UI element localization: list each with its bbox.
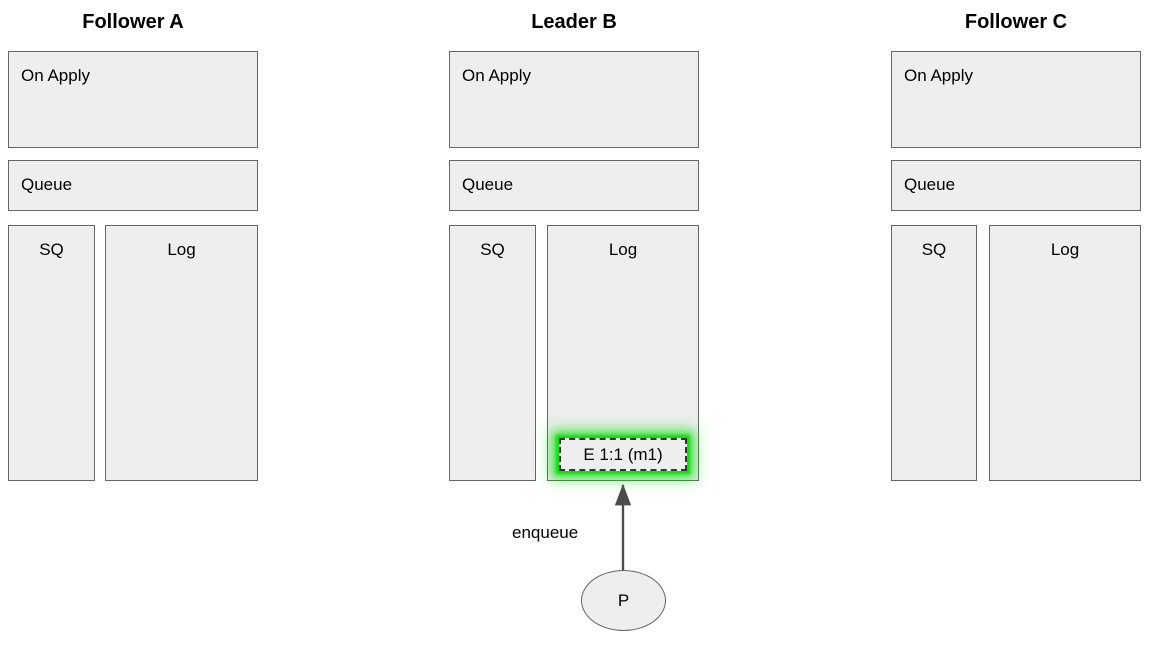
follower-c-sq-box[interactable]: SQ bbox=[891, 225, 977, 481]
leader-b-queue-label: Queue bbox=[462, 175, 514, 194]
follower-c-sq-label: SQ bbox=[921, 240, 947, 259]
follower-a-queue-box[interactable]: Queue bbox=[8, 160, 258, 211]
leader-b-log-label: Log bbox=[608, 240, 638, 259]
column-title-follower-c: Follower C bbox=[964, 11, 1068, 33]
enqueue-edge-label: enqueue bbox=[512, 523, 579, 542]
follower-a-on-apply-box[interactable]: On Apply bbox=[8, 51, 258, 148]
follower-a-on-apply-label: On Apply bbox=[21, 66, 90, 85]
producer-node[interactable]: P bbox=[581, 570, 666, 631]
leader-b-on-apply-label: On Apply bbox=[462, 66, 531, 85]
column-title-follower-a: Follower A bbox=[82, 11, 184, 33]
leader-b-log-entry[interactable]: E 1:1 (m1) bbox=[559, 438, 687, 471]
follower-c-on-apply-label: On Apply bbox=[904, 66, 973, 85]
follower-a-queue-label: Queue bbox=[21, 175, 73, 194]
follower-c-log-label: Log bbox=[1050, 240, 1080, 259]
follower-a-sq-label: SQ bbox=[39, 240, 64, 259]
leader-b-sq-box[interactable]: SQ bbox=[449, 225, 536, 481]
follower-a-sq-box[interactable]: SQ bbox=[8, 225, 95, 481]
follower-a-log-label: Log bbox=[167, 240, 196, 259]
follower-c-on-apply-box[interactable]: On Apply bbox=[891, 51, 1141, 148]
follower-c-log-box[interactable]: Log bbox=[989, 225, 1141, 481]
column-title-leader-b: Leader B bbox=[531, 11, 617, 33]
leader-b-sq-label: SQ bbox=[480, 240, 505, 259]
follower-c-queue-box[interactable]: Queue bbox=[891, 160, 1141, 211]
follower-c-queue-label: Queue bbox=[904, 175, 956, 194]
follower-a-log-box[interactable]: Log bbox=[105, 225, 258, 481]
leader-b-queue-box[interactable]: Queue bbox=[449, 160, 699, 211]
leader-b-on-apply-box[interactable]: On Apply bbox=[449, 51, 699, 148]
